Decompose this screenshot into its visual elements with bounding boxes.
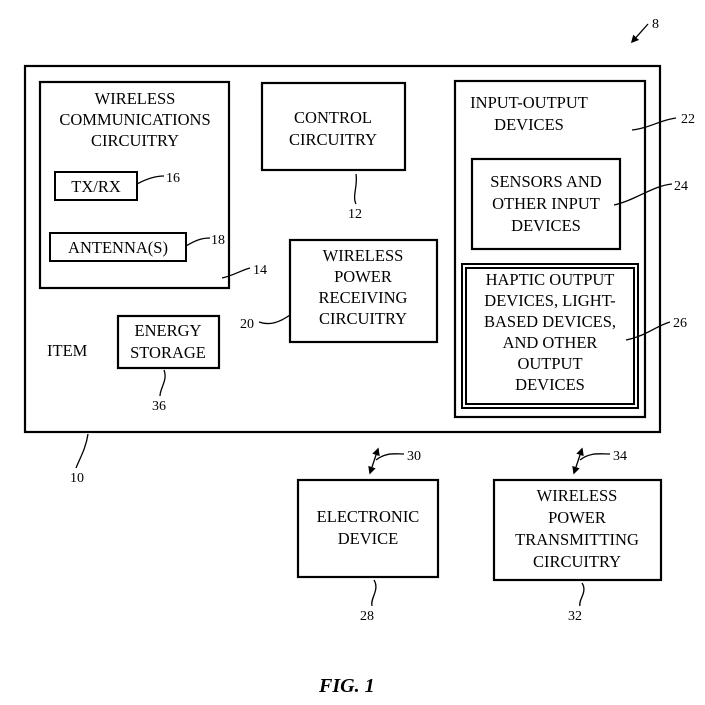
haptic-line-6: DEVICES: [515, 375, 585, 394]
wireless-power-tx-box: [492, 478, 663, 582]
antenna-leader: [185, 237, 211, 247]
item-ref-number: 10: [70, 471, 84, 486]
control-leader: [353, 173, 358, 205]
wireless-power-tx-link-leader: [579, 453, 611, 461]
control-ref-number: 12: [348, 207, 362, 222]
wireless-power-tx-ref-number: 32: [568, 609, 582, 624]
wireless-comm-line-3: CIRCUITRY: [91, 131, 179, 150]
txrx-leader: [136, 175, 165, 185]
wireless-power-rx-ref-number: 20: [240, 317, 254, 332]
energy-storage-line-2: STORAGE: [130, 343, 206, 362]
item-label: ITEM: [47, 341, 88, 360]
electronic-device-link-ref-number: 30: [407, 449, 421, 464]
antenna-ref-number: 18: [211, 233, 225, 248]
sensors-ref-number: 24: [674, 179, 688, 194]
wireless-power-tx-leader: [579, 582, 585, 607]
energy-storage-leader: [159, 369, 166, 397]
control-line-1: CONTROL: [294, 108, 372, 127]
haptic-line-5: OUTPUT: [517, 354, 582, 373]
energy-storage-ref-number: 36: [152, 399, 166, 414]
wireless-comm-line-1: WIRELESS: [95, 89, 176, 108]
wireless-power-rx-leader: [258, 314, 291, 325]
haptic-box-inner: [465, 267, 635, 405]
wireless-comm-box: [38, 80, 231, 290]
sensors-line-1: SENSORS AND: [490, 172, 601, 191]
wireless-comm-line-2: COMMUNICATIONS: [59, 110, 210, 129]
io-devices-line-2: DEVICES: [494, 115, 564, 134]
electronic-device-link-arrow: [368, 447, 380, 475]
electronic-device-box: [296, 478, 440, 579]
txrx-ref-number: 16: [166, 171, 180, 186]
wireless-power-tx-link-arrow: [572, 447, 584, 475]
electronic-device-line-1: ELECTRONIC: [317, 507, 420, 526]
haptic-line-4: AND OTHER: [503, 333, 598, 352]
system-ref-number: 8: [652, 17, 659, 32]
wireless-power-rx-line-2: POWER: [334, 267, 392, 286]
io-devices-leader: [631, 117, 677, 131]
control-line-2: CIRCUITRY: [289, 130, 377, 149]
io-devices-ref-number: 22: [681, 112, 695, 127]
haptic-line-2: DEVICES, LIGHT-: [484, 291, 615, 310]
electronic-device-ref-number: 28: [360, 609, 374, 624]
wireless-comm-leader: [221, 267, 251, 279]
item-leader: [75, 433, 89, 469]
haptic-line-1: HAPTIC OUTPUT: [486, 270, 615, 289]
sensors-line-3: DEVICES: [511, 216, 581, 235]
antenna-label: ANTENNA(S): [68, 238, 168, 257]
electronic-device-link-leader: [375, 453, 405, 461]
txrx-label: TX/RX: [71, 177, 121, 196]
control-box: [260, 81, 407, 172]
electronic-device-leader: [371, 579, 377, 607]
figure-caption: FIG. 1: [318, 675, 375, 697]
system-ref-arrow: [630, 23, 649, 44]
antenna-box: [49, 232, 187, 262]
wireless-power-tx-link-ref-number: 34: [613, 449, 627, 464]
txrx-box: [54, 171, 138, 201]
wireless-power-tx-line-3: TRANSMITTING: [515, 530, 639, 549]
sensors-line-2: OTHER INPUT: [492, 194, 600, 213]
item-box: [23, 64, 662, 434]
haptic-ref-number: 26: [673, 316, 687, 331]
io-devices-box: [453, 79, 647, 419]
sensors-leader: [613, 183, 673, 206]
haptic-leader: [625, 321, 671, 341]
wireless-power-rx-line-3: RECEIVING: [319, 288, 408, 307]
wireless-power-rx-line-4: CIRCUITRY: [319, 309, 407, 328]
haptic-line-3: BASED DEVICES,: [484, 312, 616, 331]
energy-storage-box: [116, 314, 221, 370]
wireless-power-tx-line-4: CIRCUITRY: [533, 552, 621, 571]
wireless-power-rx-line-1: WIRELESS: [323, 246, 404, 265]
wireless-power-tx-line-1: WIRELESS: [537, 486, 618, 505]
wireless-power-tx-line-2: POWER: [548, 508, 606, 527]
wireless-power-rx-box: [288, 238, 439, 344]
wireless-comm-ref-number: 14: [253, 263, 267, 278]
electronic-device-line-2: DEVICE: [338, 529, 399, 548]
energy-storage-line-1: ENERGY: [135, 321, 202, 340]
io-devices-line-1: INPUT-OUTPUT: [470, 93, 588, 112]
